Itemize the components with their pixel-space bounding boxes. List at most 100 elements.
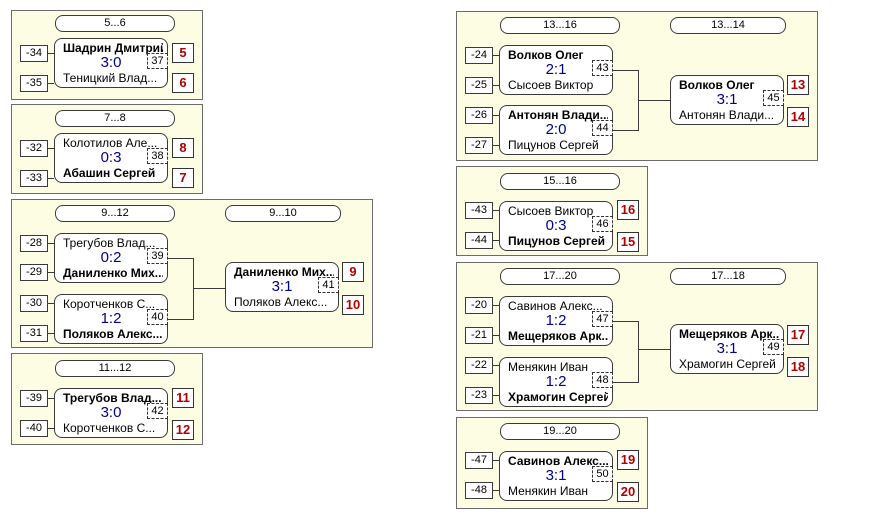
player-name: Антонян Влади... [679,108,775,122]
seed-ref: -40 [20,420,48,437]
final-place: 16 [617,200,639,220]
bracket-connector [613,321,638,322]
bracket-connector [493,395,499,396]
player-name: Абашин Сергей [63,166,156,180]
bracket-connector [48,272,54,273]
seed-ref: -35 [20,75,48,92]
match-score: 3:1 [716,91,738,108]
places-range-header: 9...10 [225,205,341,222]
bracket-connector [493,55,499,56]
player-name: Поляков Алекс... [234,295,328,309]
player-name: Волков Олег [508,48,584,62]
final-place: 6 [172,73,194,93]
seed-ref: -47 [465,452,493,469]
final-place: 9 [342,262,364,282]
final-place: 18 [787,357,809,377]
seed-ref: -26 [465,107,493,124]
seed-ref: -34 [20,45,48,62]
bracket-connector [637,321,639,383]
bracket-connector [48,178,54,179]
match-number: 40 [147,309,168,325]
final-place: 5 [172,43,194,63]
match-number: 42 [147,403,168,419]
bracket-connector [493,305,499,306]
match-number: 49 [763,339,784,355]
player-name: Теницкий Влад... [63,71,158,85]
bracket-connector [48,303,54,304]
player-name: Сысоев Виктор [508,78,594,92]
final-place: 12 [172,420,194,440]
match-score: 0:3 [100,149,122,166]
seed-ref: -28 [20,235,48,252]
places-range-header: 5...6 [55,15,175,32]
player-name: Трегубов Влад... [63,236,156,250]
player-name: Волков Олег [679,78,755,92]
seed-ref: -22 [465,357,493,374]
bracket-connector [637,349,670,350]
player-name: Савинов Алекс... [508,299,603,313]
seed-ref: -20 [465,297,493,314]
seed-ref: -48 [465,482,493,499]
match-score: 2:0 [545,121,567,138]
match-score: 0:3 [545,217,567,234]
player-name: Антонян Влади... [508,108,608,122]
seed-ref: -44 [465,232,493,249]
seed-ref: -21 [465,327,493,344]
player-name: Мещеряков Арк... [508,329,608,343]
player-name: Менякин Иван [508,360,589,374]
match-score: 3:1 [271,278,293,295]
bracket-connector [192,288,225,289]
bracket-connector [48,398,54,399]
player-name: Даниленко Мих... [234,265,334,279]
bracket-connector [493,85,499,86]
match-score: 3:1 [545,467,567,484]
match-score: 1:2 [545,312,567,329]
final-place: 10 [342,295,364,315]
match-score: 2:1 [545,61,567,78]
match-score: 3:0 [100,54,122,71]
final-place: 7 [172,168,194,188]
places-range-header: 19...20 [500,423,620,440]
player-name: Мещеряков Арк... [679,327,779,341]
bracket-connector [48,243,54,244]
seed-ref: -31 [20,325,48,342]
seed-ref: -39 [20,390,48,407]
final-place: 14 [787,107,809,127]
player-name: Сысоев Виктор [508,204,594,218]
bracket-connector [48,148,54,149]
match-number: 45 [763,90,784,106]
match-number: 50 [592,466,613,482]
places-range-header: 15...16 [500,173,620,190]
match-number: 38 [147,148,168,164]
final-place: 11 [172,388,194,408]
bracket-connector [493,145,499,146]
player-name: Савинов Алекс... [508,454,608,468]
player-name: Колотилов Але... [63,136,158,150]
bracket-connector [493,240,499,241]
places-range-header: 7...8 [55,110,175,127]
bracket-connector [493,490,499,491]
bracket-connector [613,70,638,71]
places-range-header: 17...20 [500,268,620,285]
seed-ref: -29 [20,264,48,281]
bracket-connector [493,460,499,461]
player-name: Пицунов Сергей [508,138,599,152]
bracket-connector [168,319,193,320]
places-range-header: 9...12 [55,205,175,222]
final-place: 17 [787,325,809,345]
match-number: 39 [147,248,168,264]
